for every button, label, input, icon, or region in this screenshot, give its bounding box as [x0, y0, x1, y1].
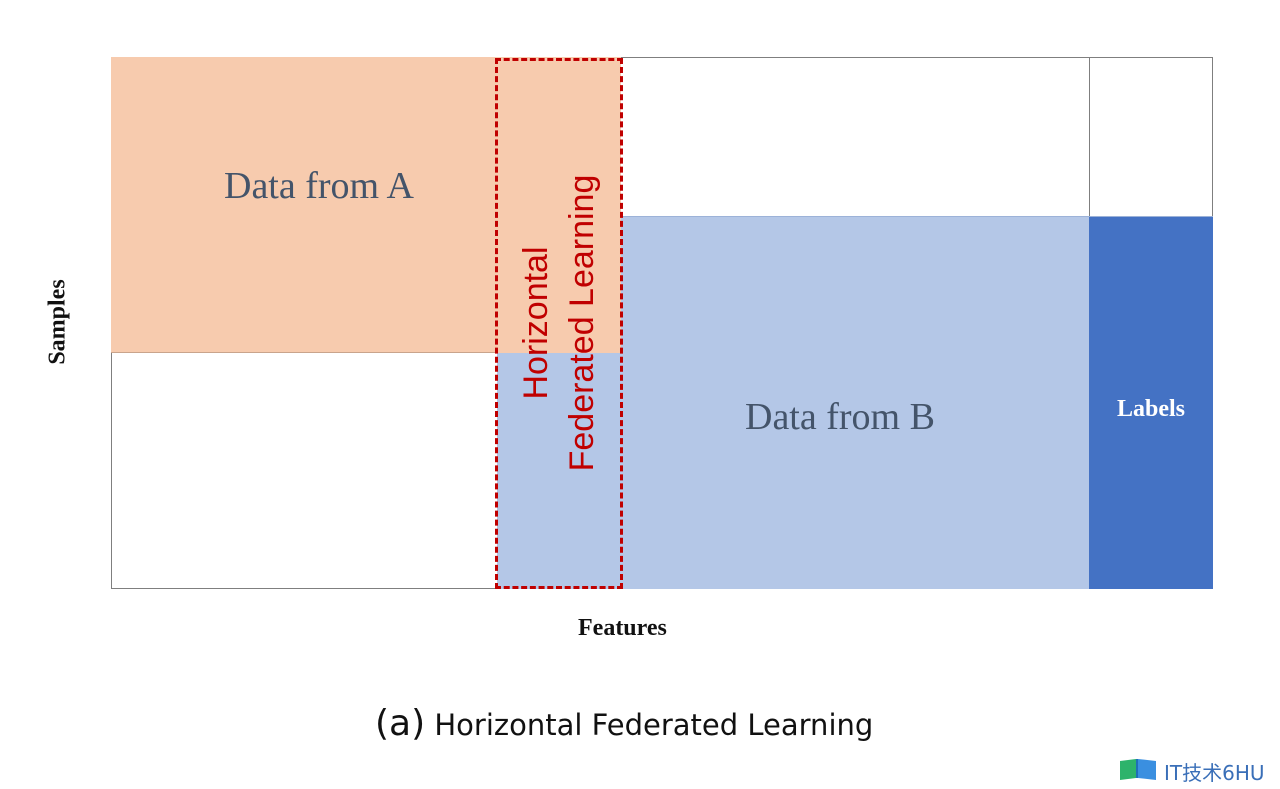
- labels-label: Labels: [1116, 396, 1185, 422]
- figure-caption: (a) Horizontal Federated Learning: [375, 703, 873, 744]
- caption-prefix: (a): [375, 703, 426, 744]
- horizontal-fl-label: Horizontal Federated Learning: [513, 143, 605, 503]
- watermark-text: IT技术6HU: [1164, 760, 1265, 785]
- y-axis-label: Samples: [44, 279, 71, 365]
- labels-block: [1089, 216, 1213, 589]
- labels-column-divider: [1089, 57, 1090, 216]
- caption-text: Horizontal Federated Learning: [434, 708, 874, 742]
- watermark: IT技术6HU: [1118, 757, 1265, 785]
- horizontal-fl-label-line2: Federated Learning: [563, 174, 601, 472]
- book-logo-icon: [1118, 756, 1158, 787]
- x-axis-label: Features: [578, 615, 667, 641]
- horizontal-fl-label-line1: Horizontal: [517, 246, 555, 400]
- data-b-label: Data from B: [745, 396, 935, 438]
- horizontal-fl-highlight-box: [495, 58, 623, 589]
- data-a-label: Data from A: [224, 165, 414, 207]
- data-b-top-edge: [621, 216, 1213, 217]
- data-a-overlap-block: [497, 216, 621, 353]
